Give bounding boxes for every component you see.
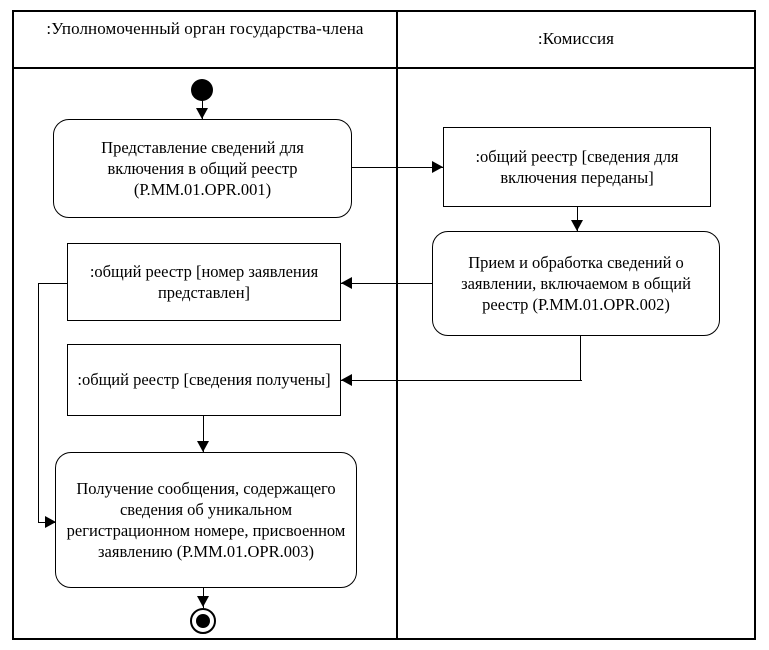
- edge-activity2-object3-segment-h: [341, 380, 582, 381]
- edge-object3-activity3: [203, 416, 204, 452]
- object-node-registry-data-transferred[interactable]: :общий реестр [сведения для включения пе…: [443, 127, 711, 207]
- lane-title-authority: :Уполномоченный орган государства-члена: [46, 19, 364, 38]
- lane-header-divider: [12, 67, 756, 69]
- activity-node-opr-002[interactable]: Прием и обработка сведений о заявлении, …: [432, 231, 720, 336]
- edge-activity3-end-arrowhead: [197, 596, 209, 607]
- activity-node-opr-003-label: Получение сообщения, содержащего сведени…: [66, 478, 346, 562]
- edge-activity2-object2: [341, 283, 432, 284]
- edge-activity2-object2-arrowhead: [341, 277, 352, 289]
- edge-object2-activity3-segment-v: [38, 283, 39, 523]
- final-node: [190, 608, 216, 634]
- swimlane-frame: [12, 10, 756, 640]
- edge-activity1-object1-arrowhead: [432, 161, 443, 173]
- object-node-application-number-provided[interactable]: :общий реестр [номер заявления представл…: [67, 243, 341, 321]
- edge-activity1-object1: [352, 167, 443, 168]
- edge-object1-activity2: [577, 207, 578, 231]
- activity-node-opr-003[interactable]: Получение сообщения, содержащего сведени…: [55, 452, 357, 588]
- lane-divider: [396, 10, 398, 640]
- edge-object3-activity3-arrowhead: [197, 441, 209, 452]
- edge-activity2-object3-arrowhead: [341, 374, 352, 386]
- initial-node: [191, 79, 213, 101]
- edge-activity2-object3-segment-v: [580, 336, 581, 381]
- object-node-application-number-provided-label: :общий реестр [номер заявления представл…: [89, 261, 319, 302]
- object-node-data-received-label: :общий реестр [сведения получены]: [77, 370, 331, 390]
- object-node-registry-data-transferred-label: :общий реестр [сведения для включения пе…: [475, 146, 679, 187]
- edge-object2-activity3-arrowhead: [45, 516, 56, 528]
- edge-start-activity1-arrowhead: [196, 108, 208, 119]
- activity-node-opr-001[interactable]: Представление сведений для включения в о…: [53, 119, 352, 218]
- activity-node-opr-001-label: Представление сведений для включения в о…: [101, 137, 304, 200]
- edge-object1-activity2-arrowhead: [571, 220, 583, 231]
- lane-title-commission: :Комиссия: [537, 29, 615, 48]
- object-node-data-received[interactable]: :общий реестр [сведения получены]: [67, 344, 341, 416]
- edge-object2-activity3-segment-h-top: [38, 283, 67, 284]
- activity-node-opr-002-label: Прием и обработка сведений о заявлении, …: [461, 252, 691, 315]
